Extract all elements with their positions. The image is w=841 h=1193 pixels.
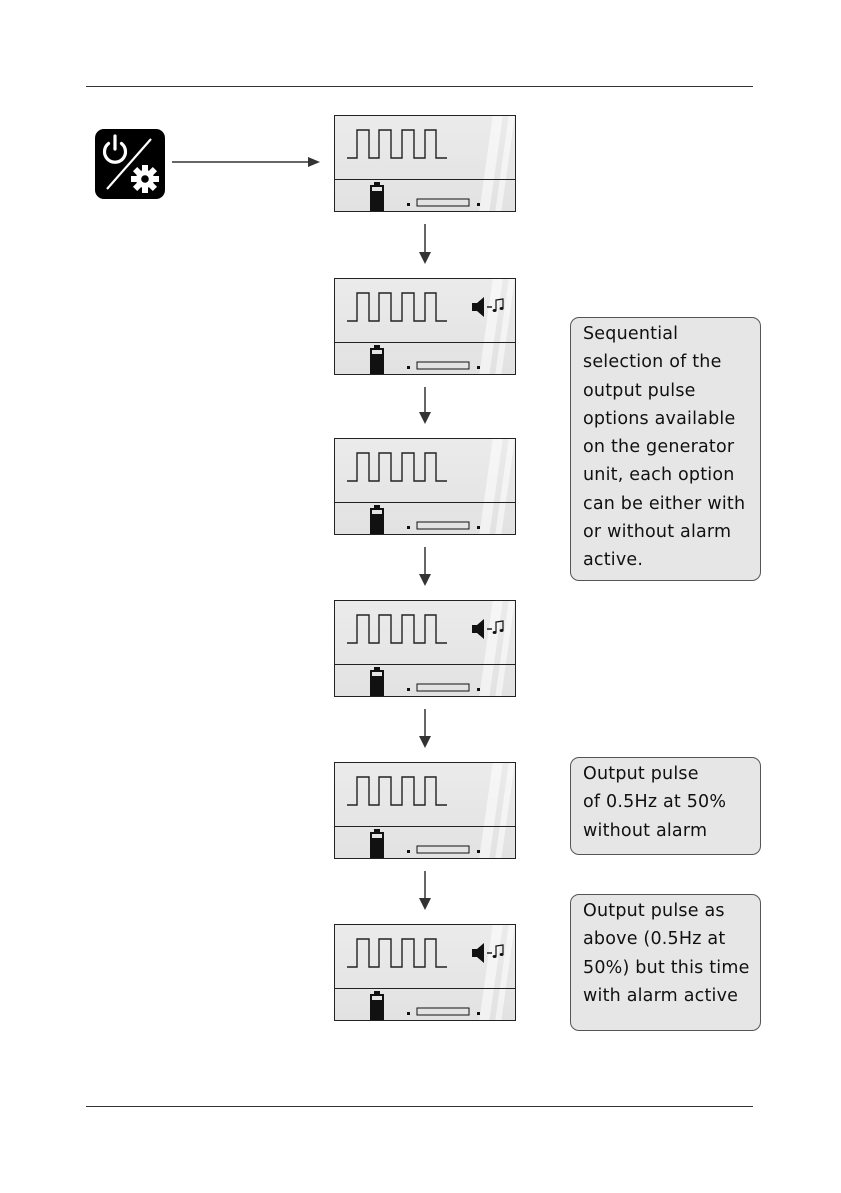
battery-indicator [369,345,385,375]
battery-indicator [369,505,385,535]
screen-divider [335,179,515,180]
level-indicator [405,194,495,212]
power-settings-key[interactable] [95,129,165,199]
note-without-alarm: Output pulse of 0.5Hz at 50% without ala… [570,757,761,855]
battery-icon [369,829,385,859]
square-wave-icon [347,611,447,651]
lcd-screen-5 [334,762,516,859]
battery-indicator [369,829,385,859]
waveform [347,773,447,817]
level-indicator [405,357,495,375]
level-bar-icon [405,1006,495,1018]
alarm-indicator [471,295,505,323]
screen-divider [335,342,515,343]
waveform [347,289,447,333]
header-rule [86,86,753,87]
screen-divider [335,502,515,503]
battery-indicator [369,667,385,697]
speaker-music-note-icon [471,617,505,641]
note-sequential-selection: Sequential selection of the output pulse… [570,317,761,581]
battery-icon [369,667,385,697]
lcd-screen-3 [334,438,516,535]
waveform [347,126,447,170]
lcd-screen-4 [334,600,516,697]
level-indicator [405,517,495,535]
level-indicator [405,1003,495,1021]
level-bar-icon [405,197,495,209]
lcd-screen-1 [334,115,516,212]
level-bar-icon [405,844,495,856]
screen-divider [335,826,515,827]
flow-arrow-down [418,871,432,910]
flow-arrow-down [418,547,432,586]
level-bar-icon [405,360,495,372]
battery-icon [369,991,385,1021]
flow-arrow-down [418,224,432,264]
square-wave-icon [347,449,447,489]
screen-divider [335,664,515,665]
screen-divider [335,988,515,989]
square-wave-icon [347,773,447,813]
battery-icon [369,182,385,212]
lcd-screen-2 [334,278,516,375]
note-with-alarm: Output pulse as above (0.5Hz at 50%) but… [570,894,761,1031]
alarm-indicator [471,617,505,645]
speaker-music-note-icon [471,295,505,319]
alarm-indicator [471,941,505,969]
flow-arrow-down [418,709,432,748]
battery-indicator [369,182,385,212]
level-bar-icon [405,682,495,694]
waveform [347,449,447,493]
power-settings-icon [95,129,165,199]
square-wave-icon [347,126,447,166]
speaker-music-note-icon [471,941,505,965]
level-indicator [405,679,495,697]
waveform [347,611,447,655]
footer-rule [86,1106,753,1107]
battery-indicator [369,991,385,1021]
level-bar-icon [405,520,495,532]
waveform [347,935,447,979]
flow-arrow-right [172,155,322,169]
battery-icon [369,345,385,375]
battery-icon [369,505,385,535]
square-wave-icon [347,289,447,329]
square-wave-icon [347,935,447,975]
level-indicator [405,841,495,859]
lcd-screen-6 [334,924,516,1021]
flow-arrow-down [418,387,432,424]
